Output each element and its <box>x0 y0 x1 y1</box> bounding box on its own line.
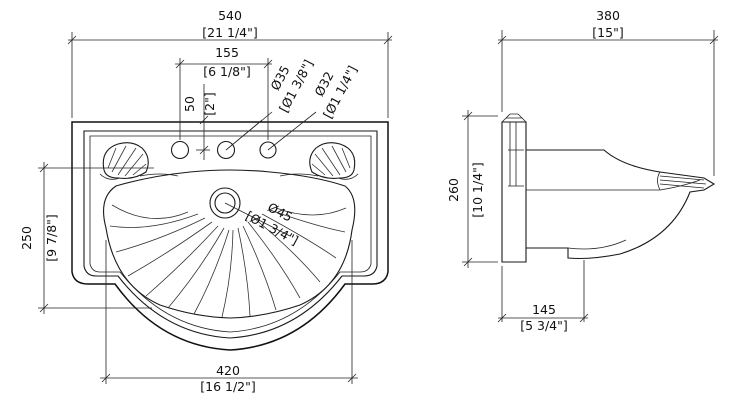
backsplash <box>501 121 527 263</box>
overall-width-mm: 540 <box>218 8 242 23</box>
drain-hole-outer <box>209 187 241 219</box>
projection-mm: 380 <box>596 8 620 23</box>
height-in: [10 1/4"] <box>470 162 485 218</box>
dimension-projection: 380 [15"] <box>497 8 719 176</box>
shell-flutes <box>109 204 347 318</box>
right-scallop-ornament <box>279 142 359 180</box>
tap-spacing-mm: 155 <box>215 45 239 60</box>
tap-spacing-in: [6 1/8"] <box>203 64 251 79</box>
tap-rise-in: [2"] <box>202 92 217 115</box>
dimension-wall-offset: 145 [5 3/4"] <box>497 260 589 333</box>
wall-offset-mm: 145 <box>532 302 556 317</box>
side-view: 380 [15"] 260 [10 1/4"] 145 [5 3/4"] <box>446 8 719 333</box>
tap-hole-left <box>170 140 190 160</box>
tap-hole-center <box>216 140 236 160</box>
projection-in: [15"] <box>592 25 623 40</box>
overall-width-in: [21 1/4"] <box>202 25 258 40</box>
basin-outer-outline <box>71 121 389 351</box>
depth-in: [9 7/8"] <box>44 214 59 262</box>
shell-bowl-outline <box>103 169 356 319</box>
dimension-bowl-width: 420 [16 1/2"] <box>100 240 358 394</box>
tap-hole-right <box>259 141 277 159</box>
drain-hole-inner <box>214 192 236 214</box>
basin-rim-inner-2 <box>89 135 372 333</box>
bowl-width-mm: 420 <box>216 363 240 378</box>
left-scallop-ornament <box>99 142 179 180</box>
dimension-overall-width: 540 [21 1/4"] <box>67 8 393 118</box>
height-mm: 260 <box>446 178 461 202</box>
depth-mm: 250 <box>19 226 34 250</box>
dimension-tap-spacing: 155 [6 1/8"] <box>175 45 273 140</box>
dimension-height: 260 [10 1/4"] <box>446 110 498 268</box>
basin-rim-inner <box>83 130 378 339</box>
bowl-width-in: [16 1/2"] <box>200 379 256 394</box>
front-view: 540 [21 1/4"] 155 [6 1/8"] 50 [2"] Ø35 <box>19 8 393 394</box>
basin-side-profile <box>526 149 716 260</box>
wall-offset-in: [5 3/4"] <box>520 318 568 333</box>
dimension-tap-rise: 50 [2"] <box>182 84 217 160</box>
tap-rise-mm: 50 <box>182 96 197 112</box>
dimension-depth: 250 [9 7/8"] <box>19 162 154 314</box>
